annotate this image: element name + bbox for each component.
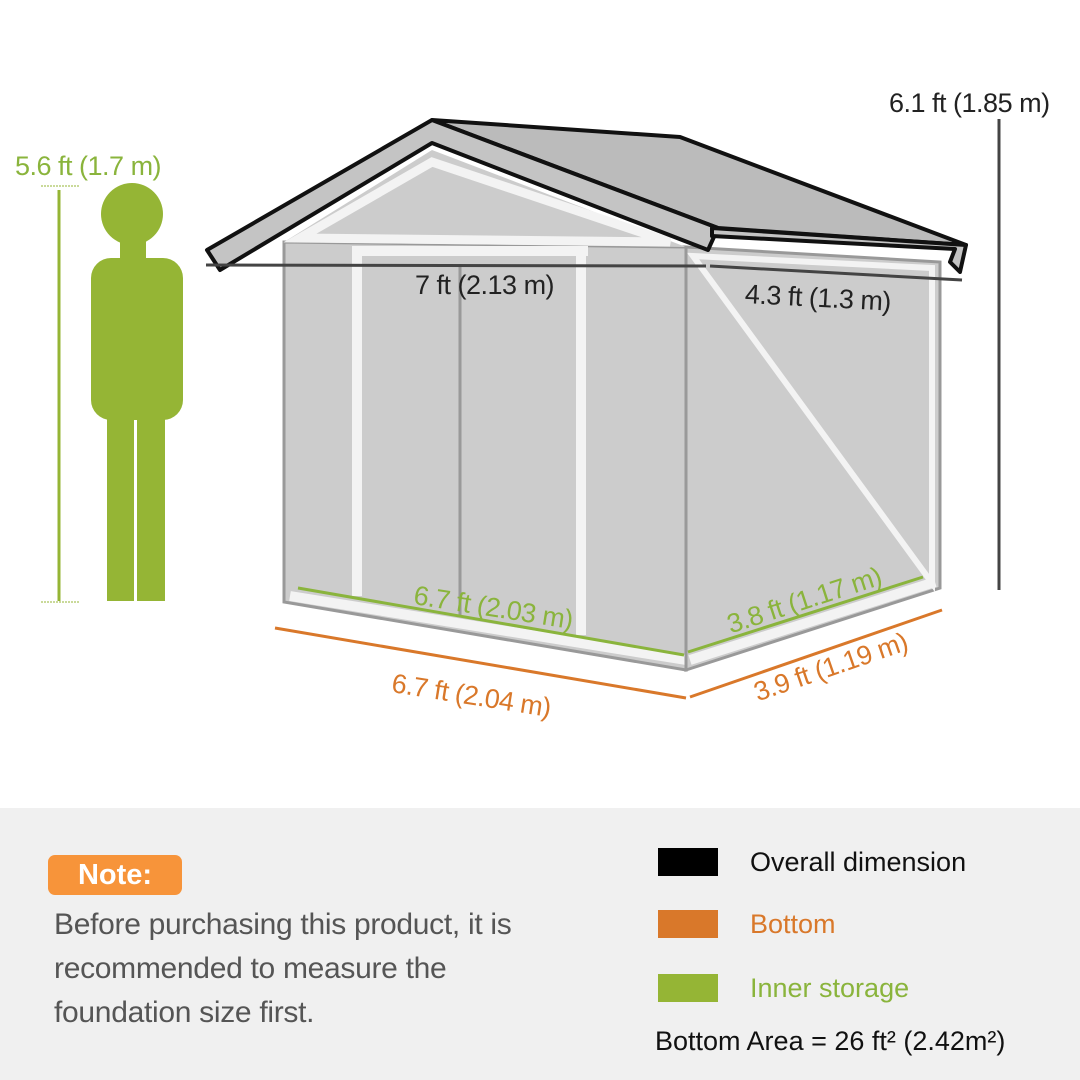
legend-label: Overall dimension: [750, 847, 967, 877]
info-footer: Note: Before purchasing this product, it…: [0, 808, 1080, 1080]
overall-dimension-lines: [205, 119, 1001, 590]
bottom-dimension-lines: [274, 608, 943, 700]
note-badge: Note:: [48, 855, 182, 895]
note-text: Before purchasing this product, it is re…: [54, 908, 512, 1029]
bottom-swatch-icon: [658, 910, 718, 938]
legend-label: Inner storage: [750, 973, 910, 1003]
shed-roof: [205, 118, 968, 274]
person-silhouette-icon: [91, 183, 183, 601]
legend-label: Bottom: [750, 909, 836, 939]
legend-item-bottom: Bottom: [658, 909, 836, 939]
bottom-area-text: Bottom Area = 26 ft² (2.42m²): [655, 1026, 1006, 1056]
overall-height-label: 6.1 ft (1.85 m): [889, 88, 1050, 118]
roof-width-label: 7 ft (2.13 m): [415, 270, 555, 300]
legend-item-overall: Overall dimension: [658, 847, 966, 877]
person-height-label: 5.6 ft (1.7 m): [15, 151, 162, 181]
person-height-scale: [41, 185, 79, 603]
overall-swatch-icon: [658, 848, 718, 876]
shed-illustration: [41, 118, 1001, 700]
inner-storage-swatch-icon: [658, 974, 718, 1002]
shed-body: [282, 150, 942, 673]
legend-item-inner-storage: Inner storage: [658, 973, 909, 1003]
inner-storage-lines: [297, 575, 924, 657]
shed-dimension-diagram: 5.6 ft (1.7 m) 6.1 ft (1.85 m) 7 ft (2.1…: [15, 88, 1050, 723]
